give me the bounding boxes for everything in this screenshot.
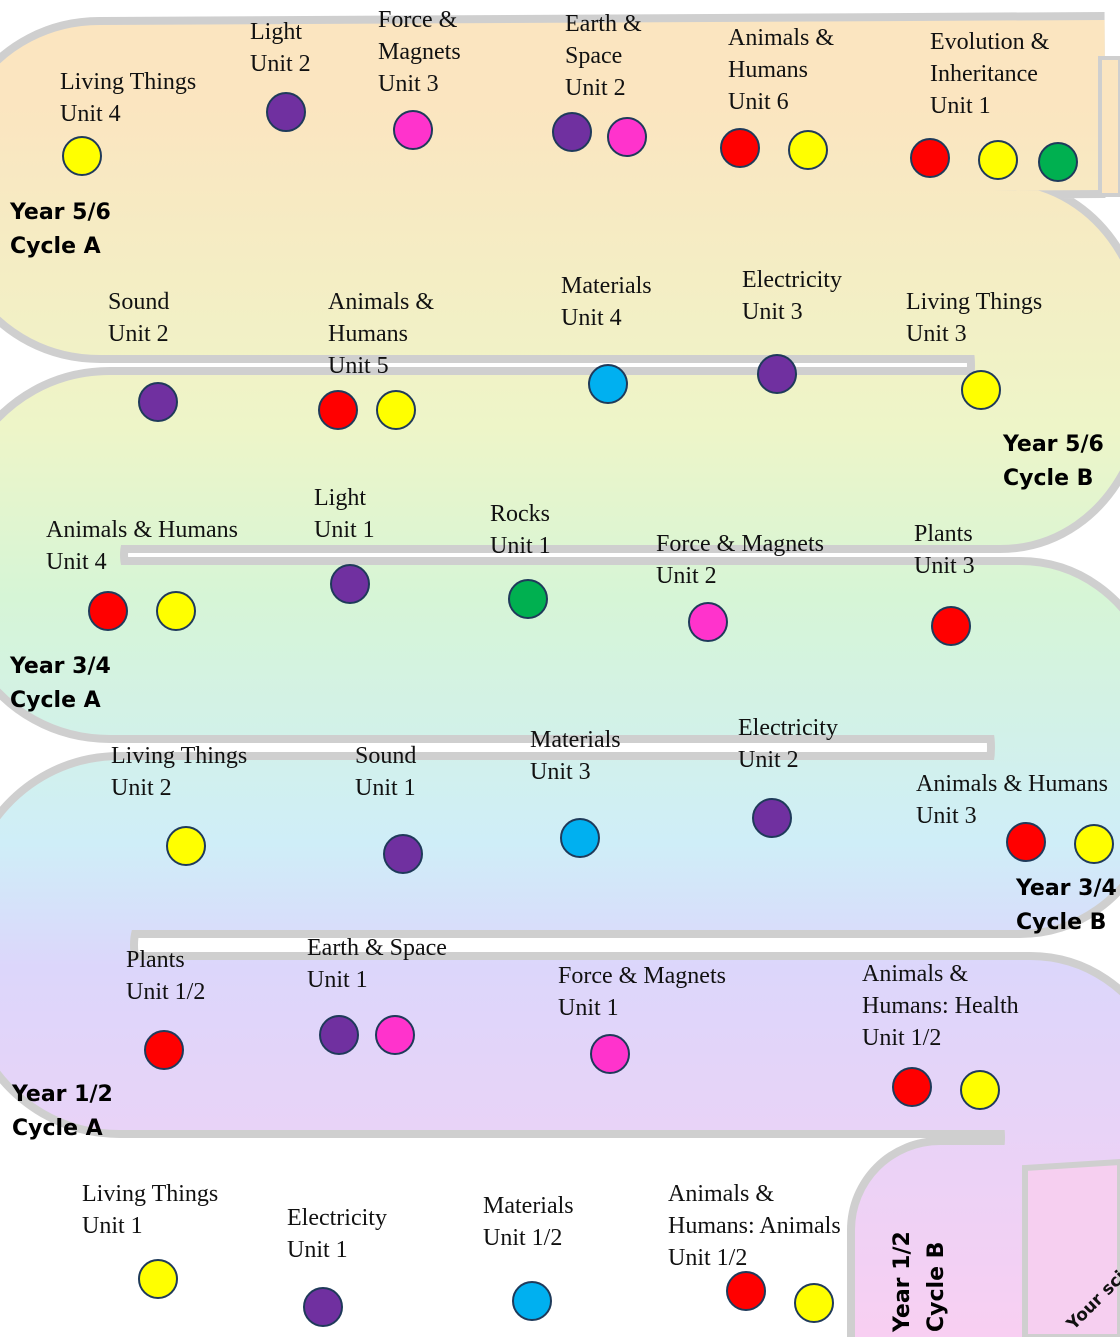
topic-label-lt1: Living Things Unit 1	[82, 1181, 219, 1239]
topic-dot-blue	[560, 818, 600, 858]
end-sign	[1022, 1158, 1120, 1337]
topic-label-pl3: Plants Unit 3	[914, 521, 975, 579]
topic-dot-yellow	[794, 1283, 834, 1323]
topic-dot-red	[726, 1271, 766, 1311]
topic-dot-purple	[266, 92, 306, 132]
topic-label-ah3: Animals & Humans Unit 3	[916, 771, 1108, 829]
topic-dot-red	[910, 138, 950, 178]
topic-label-el2: Electricity Unit 2	[738, 715, 838, 773]
topic-label-li1: Light Unit 1	[314, 485, 375, 543]
topic-dot-pink	[375, 1015, 415, 1055]
topic-label-ah5: Animals & Humans Unit 5	[328, 289, 434, 379]
cycle-label-y34a: Year 3/4 Cycle A	[10, 654, 111, 713]
topic-dot-yellow	[62, 136, 102, 176]
topic-dot-yellow	[961, 370, 1001, 410]
topic-label-ma12: Materials Unit 1/2	[483, 1193, 574, 1251]
topic-label-so1: Sound Unit 1	[355, 743, 417, 801]
topic-dot-purple	[383, 834, 423, 874]
topic-label-ah6: Animals & Humans Unit 6	[728, 25, 834, 115]
topic-label-ma3: Materials Unit 3	[530, 727, 621, 785]
topic-dot-red	[892, 1067, 932, 1107]
topic-label-es2: Earth & Space Unit 2	[565, 11, 642, 101]
topic-dot-purple	[552, 112, 592, 152]
topic-label-fm3: Force & Magnets Unit 3	[378, 7, 461, 97]
topic-dot-red	[144, 1030, 184, 1070]
topic-dot-yellow	[156, 591, 196, 631]
start-sign	[1098, 56, 1120, 197]
topic-dot-pink	[590, 1034, 630, 1074]
cycle-label-y56b: Year 5/6 Cycle B	[1003, 432, 1104, 491]
topic-dot-purple	[303, 1287, 343, 1327]
topic-dot-yellow	[978, 140, 1018, 180]
topic-dot-yellow	[376, 390, 416, 430]
topic-dot-pink	[688, 602, 728, 642]
cycle-label-y56a: Year 5/6 Cycle A	[10, 200, 111, 259]
cycle-label-y12b: Year 1/2 Cycle B	[890, 1231, 949, 1332]
topic-label-ahh: Animals & Humans: Health Unit 1/2	[862, 961, 1019, 1051]
topic-label-el3: Electricity Unit 3	[742, 267, 842, 325]
topic-label-ah4: Animals & Humans Unit 4	[46, 517, 238, 575]
topic-dot-green	[508, 579, 548, 619]
topic-dot-red	[720, 128, 760, 168]
topic-dot-yellow	[138, 1259, 178, 1299]
road-fill	[0, 20, 1120, 1337]
topic-dot-yellow	[788, 130, 828, 170]
topic-dot-green	[1038, 142, 1078, 182]
topic-dot-pink	[607, 117, 647, 157]
topic-dot-purple	[330, 564, 370, 604]
topic-label-fm2: Force & Magnets Unit 2	[656, 531, 824, 589]
topic-dot-yellow	[960, 1070, 1000, 1110]
topic-label-fm1: Force & Magnets Unit 1	[558, 963, 726, 1021]
topic-dot-blue	[588, 364, 628, 404]
topic-dot-red	[931, 606, 971, 646]
topic-dot-purple	[319, 1015, 359, 1055]
topic-label-aha: Animals & Humans: Animals Unit 1/2	[668, 1181, 841, 1271]
topic-dot-purple	[757, 354, 797, 394]
topic-dot-purple	[138, 382, 178, 422]
topic-dot-purple	[752, 798, 792, 838]
topic-label-ro1: Rocks Unit 1	[490, 501, 551, 559]
topic-label-es1: Earth & Space Unit 1	[307, 935, 447, 993]
topic-dot-red	[88, 591, 128, 631]
topic-dot-red	[1006, 822, 1046, 862]
topic-label-pl12: Plants Unit 1/2	[126, 947, 206, 1005]
cycle-label-y12a: Year 1/2 Cycle A	[12, 1082, 113, 1141]
topic-dot-blue	[512, 1281, 552, 1321]
cycle-label-y34b: Year 3/4 Cycle B	[1016, 876, 1117, 935]
topic-dot-yellow	[1074, 824, 1114, 864]
topic-label-so2: Sound Unit 2	[108, 289, 170, 347]
topic-label-lt3: Living Things Unit 3	[906, 289, 1043, 347]
topic-dot-pink	[393, 110, 433, 150]
topic-label-li2: Light Unit 2	[250, 19, 311, 77]
topic-label-el1: Electricity Unit 1	[287, 1205, 387, 1263]
topic-dot-red	[318, 390, 358, 430]
topic-label-lt4: Living Things Unit 4	[60, 69, 197, 127]
topic-label-lt2: Living Things Unit 2	[111, 743, 248, 801]
topic-dot-yellow	[166, 826, 206, 866]
topic-label-ma4: Materials Unit 4	[561, 273, 652, 331]
topic-label-ev1: Evolution & Inheritance Unit 1	[930, 29, 1050, 119]
